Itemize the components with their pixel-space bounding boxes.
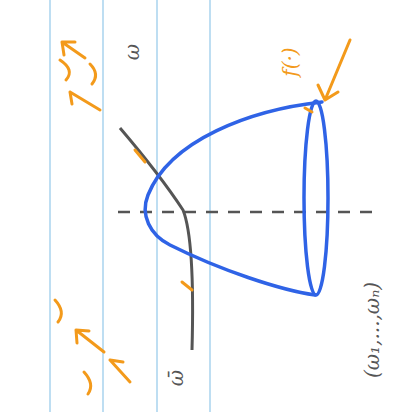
math-label: f(·) [279, 44, 301, 79]
math-label: ω̄ [165, 367, 187, 389]
math-label: ω [121, 41, 143, 63]
math-label: (ω₁,...,ωₙ) [361, 279, 383, 381]
